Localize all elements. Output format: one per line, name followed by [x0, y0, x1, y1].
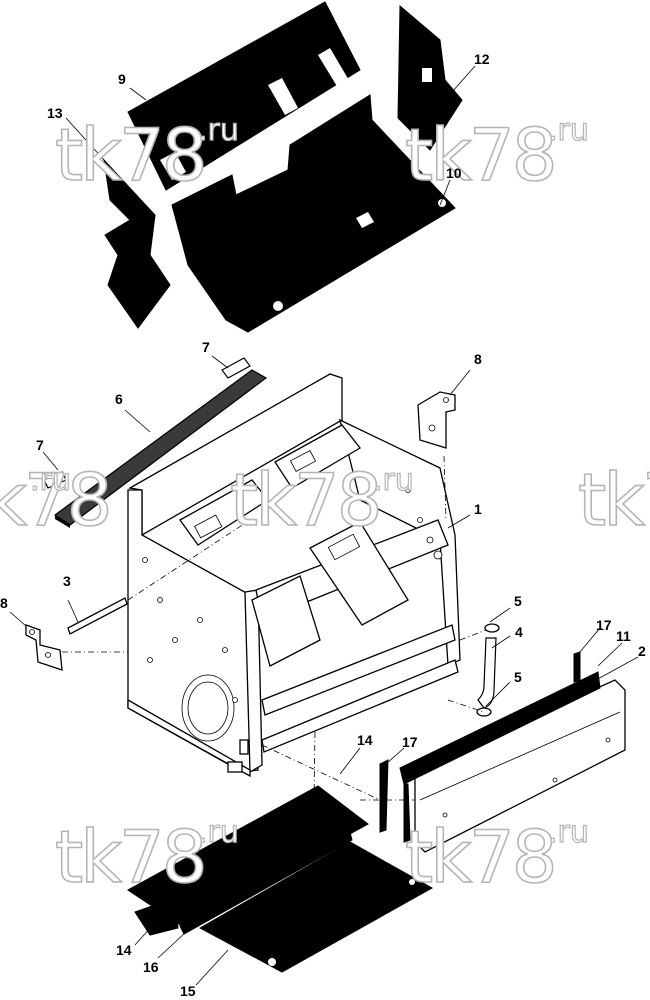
insulation-mat-10: [171, 94, 456, 333]
callout-2: 2: [638, 643, 646, 659]
callout-1: 1: [474, 501, 482, 517]
watermark-suffix: .ru: [198, 815, 239, 850]
callout-15: 15: [180, 983, 196, 999]
watermark-suffix: .ru: [198, 113, 239, 148]
insulation-mat-12: [397, 4, 463, 151]
clamp-5-upper: [484, 623, 500, 633]
callout-7-top: 7: [202, 339, 210, 355]
callout-4: 4: [515, 624, 523, 640]
strip-17-left: [379, 759, 389, 833]
callout-8-left: 8: [0, 595, 8, 611]
watermark-text: tk78: [578, 458, 650, 542]
watermark-suffix: .ru: [548, 815, 589, 850]
insulation-mat-9: [127, 1, 361, 191]
callout-14-lower: 14: [116, 942, 132, 958]
watermark-suffix: .ru: [373, 463, 414, 498]
watermark-text: tk78: [0, 458, 110, 542]
watermark-text: tk78: [405, 815, 555, 899]
bottom-mat-14: [127, 785, 369, 936]
watermark-suffix: .ru: [30, 463, 71, 498]
callout-5-upper: 5: [514, 593, 522, 609]
callout-16: 16: [143, 959, 159, 975]
watermark-text: tk78: [55, 113, 205, 197]
seal-11: [399, 671, 601, 843]
clamp-5-lower: [476, 707, 492, 717]
watermarks: tk78 .ru tk78 .ru tk78 .ru tk78 .ru tk78…: [0, 112, 650, 900]
callout-11: 11: [616, 628, 631, 644]
leader-lines: [9, 65, 639, 986]
strip-3: [67, 597, 128, 635]
callout-14-upper: 14: [357, 732, 373, 748]
hose-4: [477, 637, 497, 709]
frame-1: [127, 373, 461, 778]
strip-17-right: [573, 651, 581, 683]
callout-12: 12: [474, 51, 490, 67]
callout-3: 3: [63, 573, 71, 589]
callout-9: 9: [118, 71, 126, 87]
top-screen-6: [53, 369, 268, 528]
watermark-text: tk78: [55, 815, 205, 899]
bottom-mat-15: [198, 841, 434, 973]
callout-6: 6: [115, 391, 123, 407]
bottom-strip-16: [179, 831, 353, 935]
bracket-8-left: [25, 624, 63, 671]
clip-7-left: [43, 471, 67, 489]
watermark-text: tk78: [405, 113, 555, 197]
clip-7-top: [221, 357, 251, 379]
callout-17-left: 17: [402, 734, 418, 750]
callout-13: 13: [47, 105, 63, 121]
watermark-suffix: .ru: [548, 113, 589, 148]
watermark-text: tk78: [230, 458, 380, 542]
callout-17-right: 17: [596, 617, 612, 633]
callout-7-left: 7: [36, 437, 44, 453]
callout-5-lower: 5: [514, 669, 522, 685]
insulation-mat-13: [103, 158, 171, 329]
assembly-lines: [62, 455, 487, 931]
bracket-8-right: [417, 391, 456, 449]
callout-labels: 1 2 3 4 5 5 6 7 7 8 8 9 10 11 12 13 14 1…: [0, 51, 646, 999]
callout-10: 10: [446, 165, 462, 181]
callout-8-right: 8: [474, 351, 482, 367]
front-panel-2: [414, 679, 626, 853]
